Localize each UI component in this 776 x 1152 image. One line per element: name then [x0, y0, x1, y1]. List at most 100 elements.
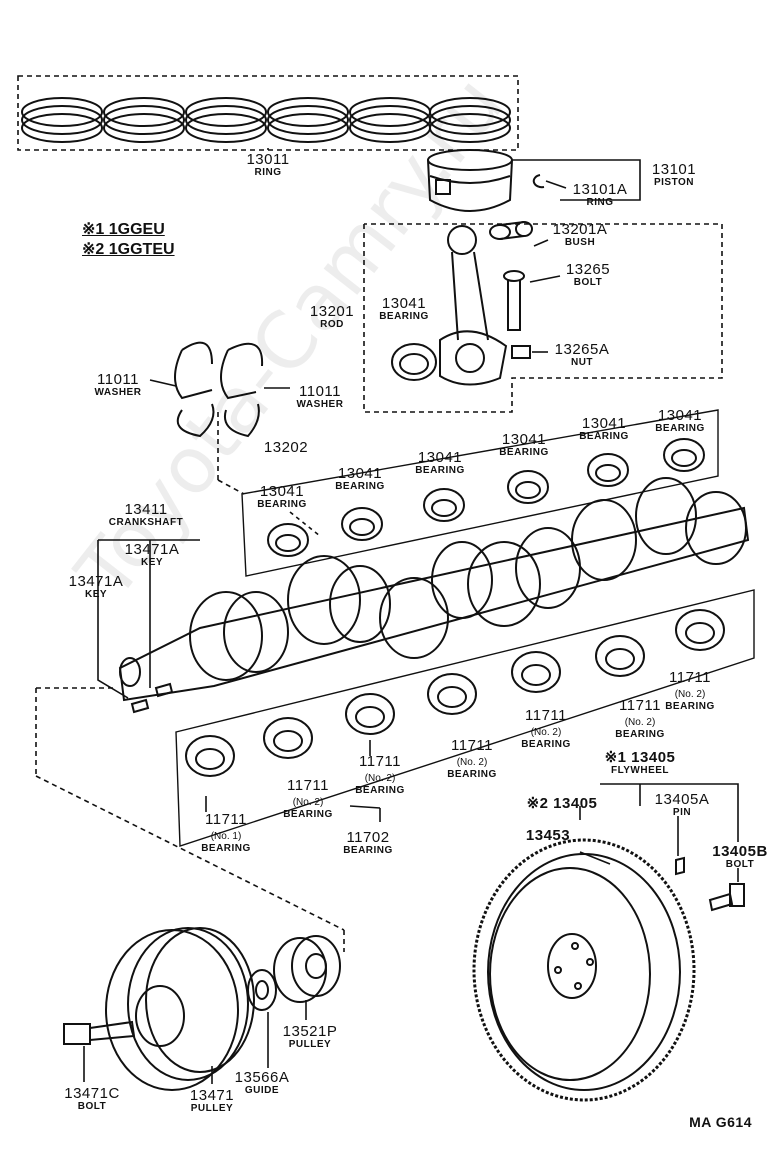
label-13041-bearing-1[interactable]: 13041 BEARING — [257, 484, 307, 510]
label-13011-ring[interactable]: 13011 RING — [246, 152, 289, 178]
connecting-rod — [439, 225, 508, 386]
part-name: ROD — [320, 319, 344, 330]
label-13101-piston[interactable]: 13101 PISTON — [652, 162, 696, 188]
part-number: ※2 13405 — [526, 795, 598, 812]
part-name: BEARING — [379, 311, 429, 322]
label-11711-bearing-7[interactable]: 11711(No. 2) BEARING — [665, 670, 715, 712]
part-number: 13411 — [124, 501, 168, 518]
note: (No. 2) — [674, 689, 706, 700]
pulley-bolt — [63, 1020, 136, 1045]
part-number: 13041 — [259, 483, 305, 500]
legend-line-2: ※2 1GGTEU — [82, 241, 175, 258]
part-name: BOLT — [725, 859, 755, 870]
label-13411-crankshaft[interactable]: 13411 CRANKSHAFT — [109, 502, 183, 528]
part-number: 11711 — [619, 697, 661, 714]
label-13453[interactable]: 13453 — [526, 828, 570, 843]
flywheel-bolt — [708, 883, 745, 912]
label-13471c-bolt[interactable]: 13471C BOLT — [64, 1086, 120, 1112]
part-name: CRANKSHAFT — [108, 517, 184, 528]
label-13041-bearing-3[interactable]: 13041 BEARING — [415, 450, 465, 476]
crankshaft-keys — [130, 682, 174, 714]
part-number: 13011 — [246, 151, 290, 168]
part-name: BEARING — [257, 499, 307, 510]
part-number: 13041 — [657, 407, 703, 424]
part-number: 13471 — [189, 1087, 235, 1104]
part-name: BEARING — [447, 769, 497, 780]
part-name: BEARING — [579, 431, 629, 442]
label-13201-rod[interactable]: 13201 ROD — [310, 304, 354, 330]
label-11711-bearing-3[interactable]: 11711(No. 2) BEARING — [355, 754, 405, 796]
rod-bush — [489, 221, 533, 240]
label-11711-bearing-4[interactable]: 11711(No. 2) BEARING — [447, 738, 497, 780]
part-name: BEARING — [201, 843, 251, 854]
label-13566a-guide[interactable]: 13566A GUIDE — [235, 1070, 290, 1096]
label-11711-bearing-6[interactable]: 11711(No. 2) BEARING — [615, 698, 665, 740]
part-name: PISTON — [653, 177, 695, 188]
label-11711-bearing-5[interactable]: 11711 (No. 2) BEARING — [521, 708, 571, 750]
timing-pulley — [273, 935, 341, 1003]
part-number: 13265 — [565, 261, 611, 278]
part-name: BEARING — [521, 739, 571, 750]
label-13405b-bolt[interactable]: 13405B BOLT — [712, 844, 768, 870]
label-13521p-pulley[interactable]: 13521P PULLEY — [283, 1024, 338, 1050]
note: (No. 2) — [456, 757, 488, 768]
part-number: ※1 13405 — [604, 749, 676, 766]
label-13405-flywheel-2[interactable]: ※2 13405 — [527, 796, 598, 811]
label-13041-bearing-4[interactable]: 13041 BEARING — [499, 432, 549, 458]
label-13041-bearing-2[interactable]: 13041 BEARING — [335, 466, 385, 492]
part-name: PULLEY — [288, 1039, 332, 1050]
rod-bearing — [391, 343, 437, 381]
part-name: BEARING — [655, 423, 705, 434]
note: (No. 2) — [364, 773, 396, 784]
note: (No. 2) — [530, 727, 562, 738]
part-name: PULLEY — [190, 1103, 234, 1114]
part-name: WASHER — [296, 399, 344, 410]
part-number: 13041 — [581, 415, 627, 432]
part-name: PIN — [672, 807, 692, 818]
part-name: KEY — [84, 589, 108, 600]
part-name: BEARING — [343, 845, 393, 856]
label-13405-flywheel[interactable]: ※1 13405 FLYWHEEL — [605, 750, 676, 776]
label-13201a-bush[interactable]: 13201A BUSH — [553, 222, 608, 248]
piston-rings — [21, 97, 511, 143]
label-11711-bearing-1[interactable]: 11711(No. 1) BEARING — [201, 812, 251, 854]
label-11702-bearing[interactable]: 11702 BEARING — [343, 830, 393, 856]
part-name: WASHER — [94, 387, 142, 398]
label-13265a-nut[interactable]: 13265A NUT — [555, 342, 610, 368]
part-number: 13453 — [525, 827, 571, 844]
label-13041-bearing-6[interactable]: 13041 BEARING — [655, 408, 705, 434]
label-13101a-ring[interactable]: 13101A RING — [573, 182, 628, 208]
part-name: BEARING — [335, 481, 385, 492]
label-11711-bearing-2[interactable]: 11711(No. 2) BEARING — [283, 778, 333, 820]
part-number: 13265A — [554, 341, 610, 358]
label-13041-bearing-5[interactable]: 13041 BEARING — [579, 416, 629, 442]
part-number: 11711 — [525, 707, 567, 724]
part-number: 13471A — [68, 573, 124, 590]
label-13471-pulley[interactable]: 13471 PULLEY — [190, 1088, 234, 1114]
part-name: FLYWHEEL — [610, 765, 670, 776]
label-13405a-pin[interactable]: 13405A PIN — [655, 792, 710, 818]
part-number: 11711 — [287, 777, 329, 794]
label-13202-set[interactable]: 13202 — [264, 440, 308, 455]
label-11011-washer-left[interactable]: 11011 WASHER — [95, 372, 142, 398]
part-number: 13471A — [124, 541, 180, 558]
part-name: BEARING — [283, 809, 333, 820]
label-13471a-key-left[interactable]: 13471A KEY — [69, 574, 124, 600]
rod-bearing-shells — [267, 438, 705, 557]
part-number: 11702 — [346, 829, 390, 846]
label-13041-bearing-rod[interactable]: 13041 BEARING — [379, 296, 429, 322]
part-number: 13201A — [552, 221, 608, 238]
main-bearing-shells — [185, 609, 725, 777]
flywheel — [472, 838, 696, 1102]
label-13471a-key-right[interactable]: 13471A KEY — [125, 542, 180, 568]
label-11011-washer-right[interactable]: 11011 WASHER — [297, 384, 344, 410]
label-13265-bolt[interactable]: 13265 BOLT — [566, 262, 610, 288]
part-number: 13405A — [654, 791, 710, 808]
part-number: 13101A — [572, 181, 628, 198]
part-name: BEARING — [665, 701, 715, 712]
part-number: 11011 — [299, 383, 341, 400]
part-name: RING — [586, 197, 614, 208]
piston-ring-clip — [532, 174, 545, 189]
rod-assembly-box — [363, 223, 723, 413]
